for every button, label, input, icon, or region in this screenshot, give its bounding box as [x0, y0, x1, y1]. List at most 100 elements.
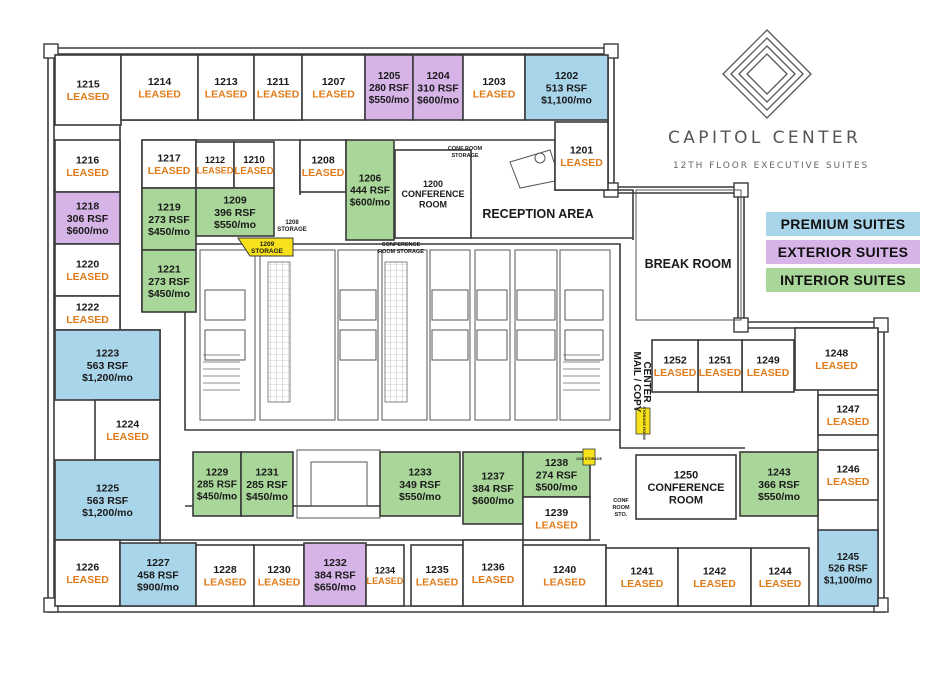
suite-1245-area[interactable] [817, 529, 879, 607]
suite-1247-area[interactable] [817, 394, 879, 436]
suite-1224-area[interactable] [94, 399, 161, 461]
suite-1202-area[interactable] [524, 54, 609, 121]
suite-1249-area[interactable] [741, 339, 795, 393]
suite-1243-area[interactable] [739, 451, 819, 517]
suite-1232-area[interactable] [303, 542, 367, 607]
suite-1206-area[interactable] [345, 139, 395, 241]
suite-1210-area[interactable] [233, 141, 275, 189]
suite-1241-area[interactable] [605, 547, 679, 607]
suite-1211-area[interactable] [253, 54, 303, 121]
suite-1201-area[interactable] [554, 121, 609, 191]
suite-1239-area[interactable] [522, 496, 591, 541]
suite-1225-area[interactable] [54, 459, 161, 541]
suite-1252-area[interactable] [651, 339, 699, 393]
suite-1221-area[interactable] [141, 249, 197, 313]
suite-1233-area[interactable] [379, 451, 461, 517]
suite-1222-area[interactable] [54, 295, 121, 331]
suite-1231-area[interactable] [240, 451, 294, 517]
suite-size: 306 RSF [67, 213, 109, 225]
suite-1244-area[interactable] [750, 547, 810, 607]
suite-1235-area[interactable] [410, 544, 464, 607]
suite-1220-area[interactable] [54, 243, 121, 297]
conference-room-1250-area[interactable] [635, 454, 737, 520]
suite-1240-area[interactable] [522, 544, 607, 607]
conf-room-storage-top-line1: CONF ROOM [448, 146, 483, 152]
suite-1203-area[interactable] [462, 54, 526, 121]
suite-1223-area[interactable] [54, 329, 161, 401]
suite-1227-area[interactable] [119, 542, 197, 607]
suite-1234-area[interactable] [365, 544, 405, 607]
suite-1219-area[interactable] [141, 187, 197, 251]
suite-1246-area[interactable] [817, 449, 879, 501]
brand-subtitle: 12TH FLOOR EXECUTIVE SUITES [673, 161, 870, 171]
suite-1214-area[interactable] [120, 54, 199, 121]
suite-1215-area[interactable] [54, 54, 122, 126]
suite-number: 1209 [223, 194, 247, 206]
suite-1209-area[interactable] [195, 187, 275, 237]
suite-1242-area[interactable] [677, 547, 752, 607]
suite-1236-area[interactable] [462, 539, 524, 607]
suite-1230-area[interactable] [253, 544, 305, 607]
suite-1205-area[interactable] [364, 54, 414, 121]
suite-1248-area[interactable] [794, 327, 879, 391]
conference-room-1200-area[interactable] [394, 149, 472, 239]
suite-number: 1242 [703, 566, 727, 578]
suite-1251-area[interactable] [697, 339, 743, 393]
suite-1204-area[interactable] [412, 54, 464, 121]
suite-1218-area[interactable] [54, 191, 121, 245]
suite-1213-area[interactable] [197, 54, 255, 121]
